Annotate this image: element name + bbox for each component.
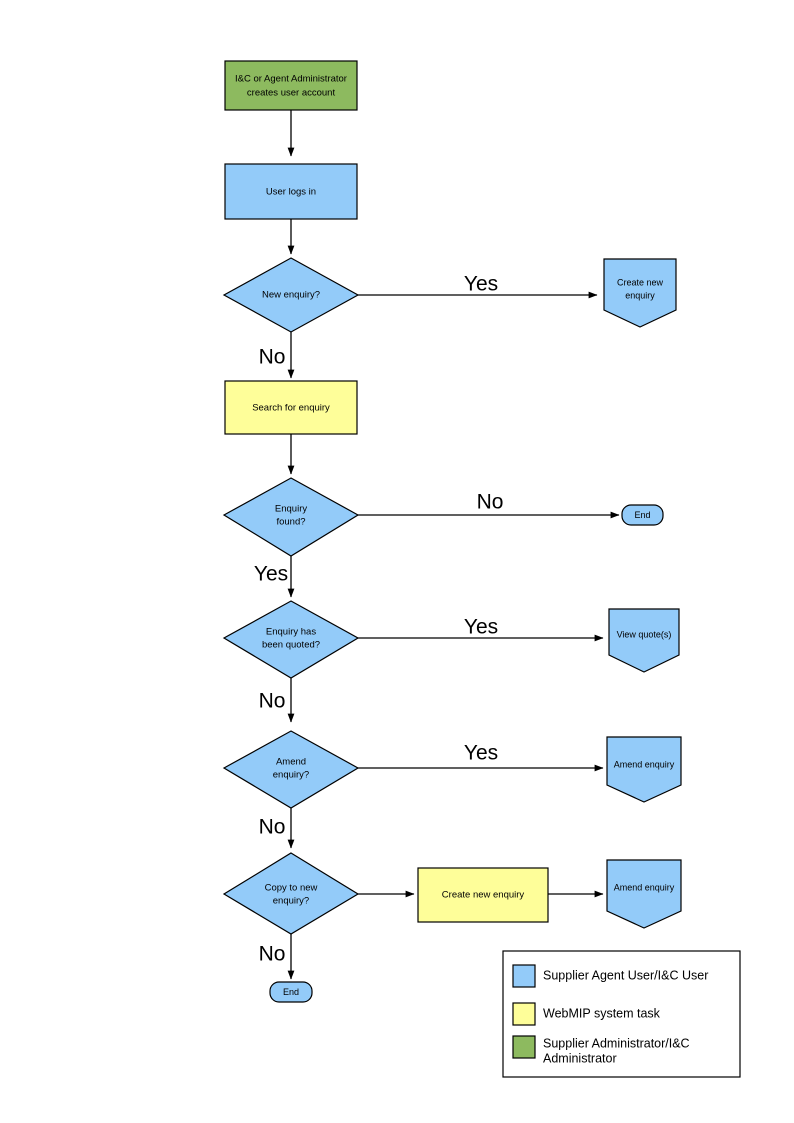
node-end-2[interactable]: End: [269, 981, 313, 1003]
user-logs-in-label: User logs in: [266, 187, 316, 198]
node-search-for-enquiry[interactable]: Search for enquiry: [224, 380, 358, 435]
node-view-quotes[interactable]: View quote(s): [608, 608, 680, 673]
end-1-shape: [621, 504, 664, 526]
create-new-enquiry-2-shape: [417, 867, 549, 923]
legend-swatch-user-blue: [512, 964, 536, 988]
search-for-enquiry-shape: [224, 380, 358, 435]
edge-label-enquiry-found-yes: Yes: [254, 563, 288, 586]
node-amend-enquiry-2[interactable]: Amend enquiry: [606, 859, 682, 929]
edge-label-new-enquiry-yes: Yes: [464, 273, 498, 296]
edge-label-amend-enquiry-yes: Yes: [464, 742, 498, 765]
view-quotes-shape: [608, 608, 680, 673]
node-new-enquiry-decision[interactable]: New enquiry?: [222, 257, 360, 333]
legend-item-webmip-system-task: WebMIP system task: [512, 1002, 661, 1026]
enquiry-found-diamond: [222, 477, 360, 557]
node-enquiry-quoted-decision[interactable]: Enquiry has been quoted?: [222, 600, 360, 679]
node-enquiry-found-decision[interactable]: Enquiry found?: [222, 477, 360, 557]
legend: Supplier Agent User/I&C User WebMIP syst…: [502, 950, 741, 1078]
legend-item-supplier-administrator: Supplier Administrator/I&C Administrator: [512, 1035, 690, 1065]
edges: [287, 110, 620, 980]
amend-enquiry-label-line2: enquiry?: [273, 770, 309, 781]
legend-swatch-admin-green: [512, 1035, 536, 1059]
legend-border: [502, 950, 741, 1078]
edge-labels: Yes No No Yes Yes No Yes No No: [254, 273, 504, 966]
end-2-shape: [269, 981, 313, 1003]
enquiry-quoted-label-line2: been quoted?: [262, 640, 320, 651]
legend-label-admin-green-line1: Supplier Administrator/I&C: [543, 1036, 690, 1050]
edge-label-new-enquiry-no: No: [259, 346, 286, 369]
enquiry-quoted-diamond: [222, 600, 360, 679]
copy-to-new-label-line2: enquiry?: [273, 896, 309, 907]
create-new-enquiry-1-label-line2: enquiry: [625, 290, 655, 300]
node-copy-to-new-decision[interactable]: Copy to new enquiry?: [222, 852, 360, 935]
node-end-1[interactable]: End: [621, 504, 664, 526]
legend-swatch-system-yellow: [512, 1002, 536, 1026]
node-amend-enquiry-decision[interactable]: Amend enquiry?: [222, 730, 360, 809]
edge-label-enquiry-quoted-yes: Yes: [464, 616, 498, 639]
edge-label-amend-enquiry-no: No: [259, 816, 286, 839]
admin-creates-label-line2: creates user account: [247, 88, 336, 99]
new-enquiry-label: New enquiry?: [262, 290, 320, 301]
node-create-new-enquiry-1[interactable]: Create new enquiry: [603, 258, 677, 328]
end-2-label: End: [283, 987, 299, 997]
copy-to-new-label-line1: Copy to new: [265, 883, 318, 894]
amend-enquiry-1-label: Amend enquiry: [614, 759, 675, 769]
search-for-enquiry-label: Search for enquiry: [252, 403, 330, 414]
legend-label-admin-green-line2: Administrator: [543, 1051, 617, 1065]
enquiry-found-label-line1: Enquiry: [275, 504, 307, 515]
legend-item-supplier-agent-user: Supplier Agent User/I&C User: [512, 964, 708, 988]
node-create-new-enquiry-2[interactable]: Create new enquiry: [417, 867, 549, 923]
end-1-label: End: [634, 510, 650, 520]
legend-label-system-yellow: WebMIP system task: [543, 1006, 661, 1020]
node-admin-creates-user-account[interactable]: I&C or Agent Administrator creates user …: [224, 60, 358, 111]
enquiry-quoted-label-line1: Enquiry has: [266, 627, 316, 638]
amend-enquiry-label-line1: Amend: [276, 757, 306, 768]
edge-label-copy-to-new-no: No: [259, 943, 286, 966]
enquiry-found-label-line2: found?: [276, 517, 305, 528]
create-new-enquiry-1-shape: [603, 258, 677, 328]
amend-enquiry-2-label: Amend enquiry: [614, 882, 675, 892]
amend-enquiry-diamond: [222, 730, 360, 809]
new-enquiry-diamond: [222, 257, 360, 333]
legend-label-user-blue: Supplier Agent User/I&C User: [543, 968, 708, 982]
user-logs-in-shape: [224, 163, 358, 220]
create-new-enquiry-1-label-line1: Create new: [617, 277, 664, 287]
amend-enquiry-1-shape: [606, 736, 682, 803]
create-new-enquiry-2-label: Create new enquiry: [442, 890, 525, 901]
edge-label-enquiry-found-no: No: [477, 491, 504, 514]
copy-to-new-diamond: [222, 852, 360, 935]
edge-label-enquiry-quoted-no: No: [259, 690, 286, 713]
amend-enquiry-2-shape: [606, 859, 682, 929]
admin-creates-label-line1: I&C or Agent Administrator: [235, 74, 347, 85]
admin-creates-shape: [224, 60, 358, 111]
view-quotes-label: View quote(s): [617, 629, 672, 639]
node-user-logs-in[interactable]: User logs in: [224, 163, 358, 220]
node-amend-enquiry-1[interactable]: Amend enquiry: [606, 736, 682, 803]
